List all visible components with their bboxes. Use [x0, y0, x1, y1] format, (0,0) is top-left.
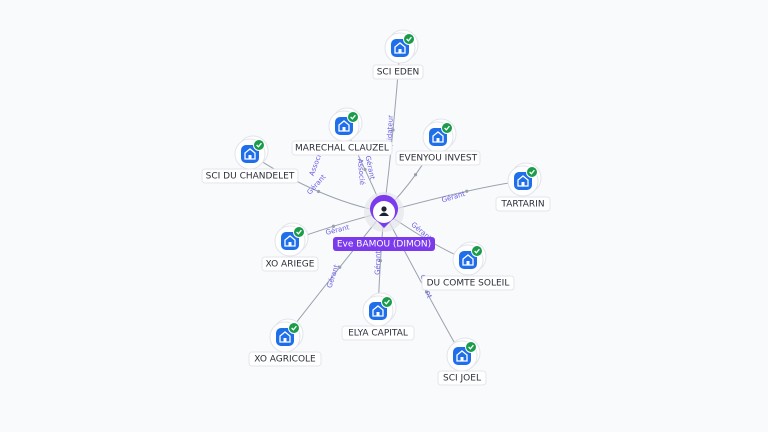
company-node[interactable]: MARECHAL CLAUZEL: [291, 107, 393, 156]
node-label-box: [261, 256, 319, 272]
edge-arrow-icon: [331, 224, 336, 228]
check-badge-icon: [253, 139, 265, 151]
node-label-box: [341, 325, 415, 341]
check-badge-icon: [526, 166, 538, 178]
check-badge-icon: [347, 111, 359, 123]
center-person-node[interactable]: Eve BAMOU (DIMON): [333, 192, 435, 251]
building-icon: [459, 251, 477, 269]
edge-arrow-icon: [316, 189, 321, 194]
company-node[interactable]: SCI JOEL: [437, 337, 487, 386]
center-pin-inner: [373, 201, 395, 223]
relation-label: Associé: [356, 158, 366, 185]
person-icon: [379, 206, 389, 216]
edge-arrow-icon: [378, 259, 383, 263]
check-badge-icon: [471, 245, 483, 257]
edge-arrow-icon: [363, 167, 367, 172]
company-name: XO AGRICOLE: [254, 355, 316, 365]
building-icon: [241, 145, 259, 163]
company-node[interactable]: ELYA CAPITAL: [341, 292, 415, 341]
building-icon: [281, 232, 299, 250]
company-name: XO ARIEGE: [266, 260, 315, 270]
node-label-box: [395, 150, 481, 166]
company-node[interactable]: TARTARIN: [495, 162, 551, 212]
node-label-box: [291, 140, 393, 156]
node-label-box: [437, 370, 487, 386]
company-name: DU COMTE SOLEIL: [427, 279, 510, 289]
relation-label: Liquidateur: [385, 115, 394, 155]
company-name: MARECHAL CLAUZEL: [295, 144, 389, 154]
node-label-box: [248, 351, 322, 367]
building-icon: [276, 328, 294, 346]
company-node[interactable]: DU COMTE SOLEIL: [421, 241, 515, 291]
relation-label: Gérant: [325, 223, 351, 237]
company-name: SCI DU CHANDELET: [206, 172, 295, 182]
node-label-box: [372, 64, 424, 80]
company-name: SCI EDEN: [377, 68, 420, 78]
building-icon: [391, 39, 409, 57]
check-badge-icon: [381, 296, 393, 308]
edge-arrow-icon: [391, 128, 395, 132]
node-label-box: [495, 196, 551, 212]
check-badge-icon: [465, 341, 477, 353]
company-node[interactable]: EVENYOU INVEST: [395, 118, 481, 166]
edge-arrow-icon: [465, 189, 469, 193]
building-icon: [369, 302, 387, 320]
building-icon: [335, 117, 353, 135]
edge-arrow-icon: [413, 173, 418, 177]
edge-arrow-icon: [338, 265, 342, 269]
building-icon: [453, 347, 471, 365]
company-node[interactable]: SCI DU CHANDELET: [201, 135, 299, 184]
node-label-box: [421, 275, 515, 291]
node-label-box: [201, 168, 299, 184]
building-icon: [514, 172, 532, 190]
company-node[interactable]: SCI EDEN: [372, 29, 424, 80]
building-icon: [429, 128, 447, 146]
edge-arrow-icon: [424, 290, 429, 294]
check-badge-icon: [403, 33, 415, 45]
center-label-box: [333, 237, 435, 251]
nodes-layer: SCI EDEN MARECHAL CLAUZEL EVENYOU INVEST SC…: [201, 29, 551, 386]
check-badge-icon: [441, 122, 453, 134]
relation-label: Gérant: [441, 190, 467, 204]
relation-label: Gérant: [326, 263, 341, 289]
company-name: EVENYOU INVEST: [399, 154, 478, 164]
center-person-name: Eve BAMOU (DIMON): [337, 240, 431, 250]
check-badge-icon: [293, 226, 305, 238]
company-name: ELYA CAPITAL: [348, 329, 408, 339]
relation-label: Gérant: [305, 173, 327, 196]
company-name: TARTARIN: [500, 200, 544, 210]
relation-label: Gérant: [374, 251, 383, 276]
company-node[interactable]: XO ARIEGE: [261, 222, 319, 272]
company-name: SCI JOEL: [443, 374, 481, 384]
company-node[interactable]: XO AGRICOLE: [248, 318, 322, 367]
check-badge-icon: [288, 322, 300, 334]
